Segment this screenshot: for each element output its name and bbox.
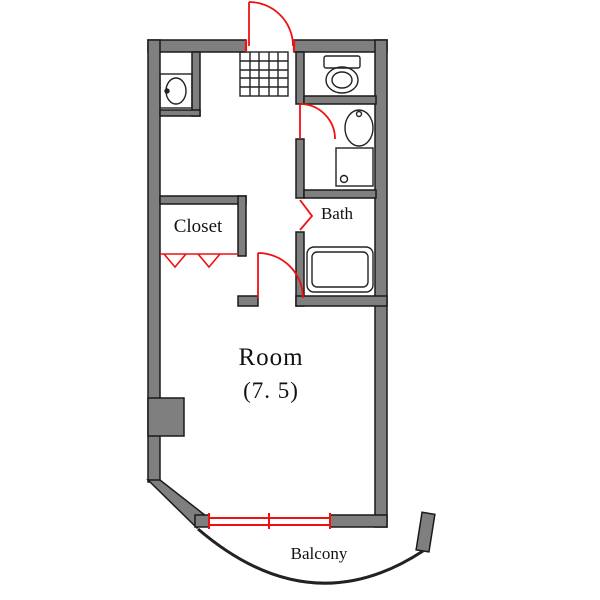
wall-top-left [147,39,247,53]
fixtures [159,51,424,585]
washroom-door-swing-icon [299,103,336,140]
entrance-door-swing-icon [244,1,296,52]
bath-label: Bath [321,204,354,223]
closet-label: Closet [174,216,223,237]
wall-washroom-bath [303,189,377,199]
utility-sink-icon [159,73,193,109]
room-label: Room [238,344,303,371]
room-area-label: (7. 5) [243,378,299,403]
wall-right [374,39,388,528]
room-door-swing-icon [257,252,304,299]
wall-alcove-horizontal [159,109,201,117]
wall-alcove-vertical [191,51,201,117]
wall-bottom-left [194,514,210,528]
toilet-icon [323,55,361,94]
washing-machine-icon [335,147,374,187]
wall-hall-washroom [295,138,305,199]
wall-pillar [147,397,185,437]
balcony-railing-icon [197,527,424,585]
balcony-right-wall [415,511,436,553]
washbasin-icon [344,109,374,147]
bath-folding-door-icon [299,199,314,231]
wall-bath-bottom [295,295,388,307]
balcony-label: Balcony [291,544,348,563]
wall-room-door-stub [237,295,259,307]
entry-tile-grid-icon [239,51,289,97]
bathtub-icon [306,246,374,293]
closet-folding-doors-icon [160,253,238,269]
wall-bottom-right [329,514,388,528]
wall-top-right [293,39,388,53]
closet-wall-top [159,195,247,205]
wall-toilet-washroom [303,95,377,105]
door-symbols [160,1,336,529]
closet-wall-right [237,195,247,257]
walls [146,39,436,553]
window-icon [208,513,331,529]
wall-hall-toilet [295,51,305,105]
